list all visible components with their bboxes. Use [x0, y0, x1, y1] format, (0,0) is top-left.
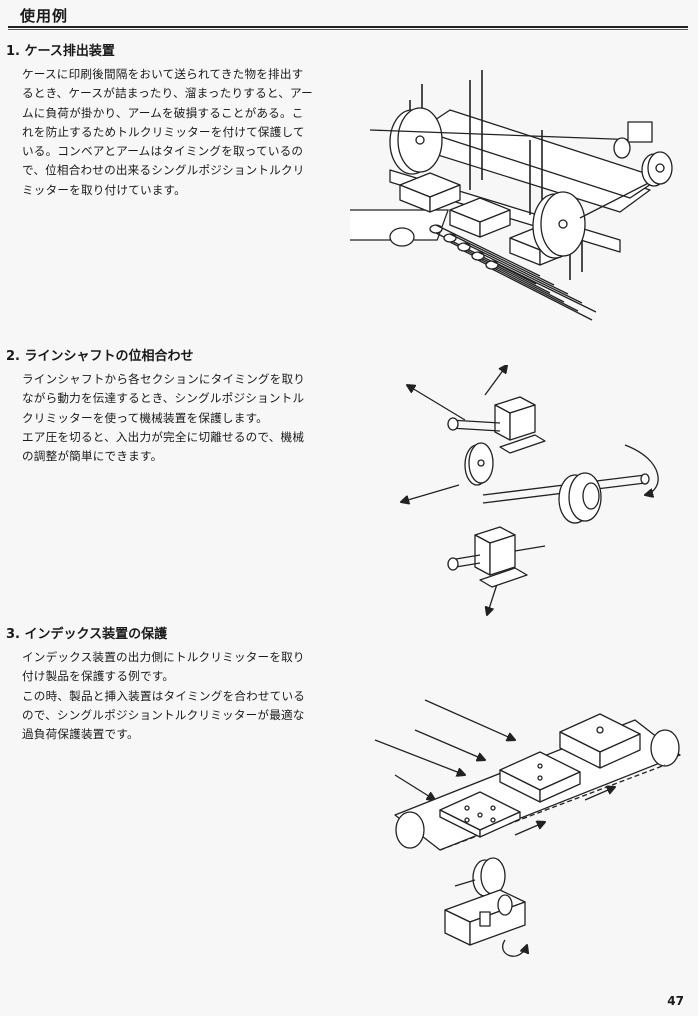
- body-line: ながら動力を伝達するとき、シングルポジショントル: [22, 391, 305, 406]
- line-shaft-illustration: [395, 365, 675, 620]
- body-line: ムに負荷が掛かり、アームを破損することがある。こ: [22, 105, 304, 120]
- page-title: 使用例: [20, 7, 69, 25]
- page-number: 47: [667, 994, 684, 1008]
- section-heading: 2. ラインシャフトの位相合わせ: [6, 349, 194, 364]
- body-line: クリミッターを使って機械装置を保護します。: [22, 410, 268, 425]
- body-line: ラインシャフトから各セクションにタイミングを取り: [22, 372, 306, 386]
- header-rule: [8, 26, 688, 28]
- section-body: ラインシャフトから各セクションにタイミングを取り ながら動力を伝達するとき、シン…: [22, 370, 342, 466]
- body-line: れを防止するためトルクリミッターを付けて保護して: [22, 124, 305, 139]
- body-line: の調整が簡単にできます。: [22, 449, 163, 464]
- section-heading: 1. ケース排出装置: [6, 44, 115, 59]
- body-line: インデックス装置の出力側にトルクリミッターを取り: [22, 650, 305, 664]
- show-through-artifact: [350, 48, 354, 61]
- section-body: ケースに印刷後間隔をおいて送られてきた物を排出す るとき、ケースが詰まったり、溜…: [22, 65, 342, 200]
- body-line: 付け製品を保護する例です。: [22, 669, 175, 684]
- body-line: で、位相合わせの出来るシングルポジショントルクリ: [22, 163, 305, 178]
- section-heading: 3. インデックス装置の保護: [6, 627, 168, 642]
- body-line: いる。コンベアとアームはタイミングを取っているの: [22, 144, 304, 159]
- body-line: ミッターを取り付けています。: [22, 182, 186, 197]
- body-line: 過負荷保護装置です。: [22, 727, 139, 742]
- section-case-discharge: 1. ケース排出装置 ケースに印刷後間隔をおいて送られてきた物を排出す るとき、…: [6, 40, 342, 200]
- section-index-device: 3. インデックス装置の保護 インデックス装置の出力側にトルクリミッターを取り …: [6, 623, 342, 744]
- body-line: ので、シングルポジショントルクリミッターが最適な: [22, 707, 305, 722]
- header-rule-thin: [8, 29, 688, 30]
- page-header: 使用例: [0, 0, 698, 34]
- body-line: るとき、ケースが詰まったり、溜まったりすると、アー: [22, 86, 313, 101]
- case-discharge-illustration: [350, 40, 690, 330]
- body-line: この時、製品と挿入装置はタイミングを合わせている: [22, 688, 306, 703]
- index-device-illustration: [355, 640, 690, 970]
- body-line: エア圧を切ると、入出力が完全に切離せるので、機械: [22, 429, 305, 444]
- section-line-shaft: 2. ラインシャフトの位相合わせ ラインシャフトから各セクションにタイミングを取…: [6, 345, 342, 466]
- section-body: インデックス装置の出力側にトルクリミッターを取り 付け製品を保護する例です。 こ…: [22, 648, 342, 744]
- body-line: ケースに印刷後間隔をおいて送られてきた物を排出す: [22, 67, 304, 81]
